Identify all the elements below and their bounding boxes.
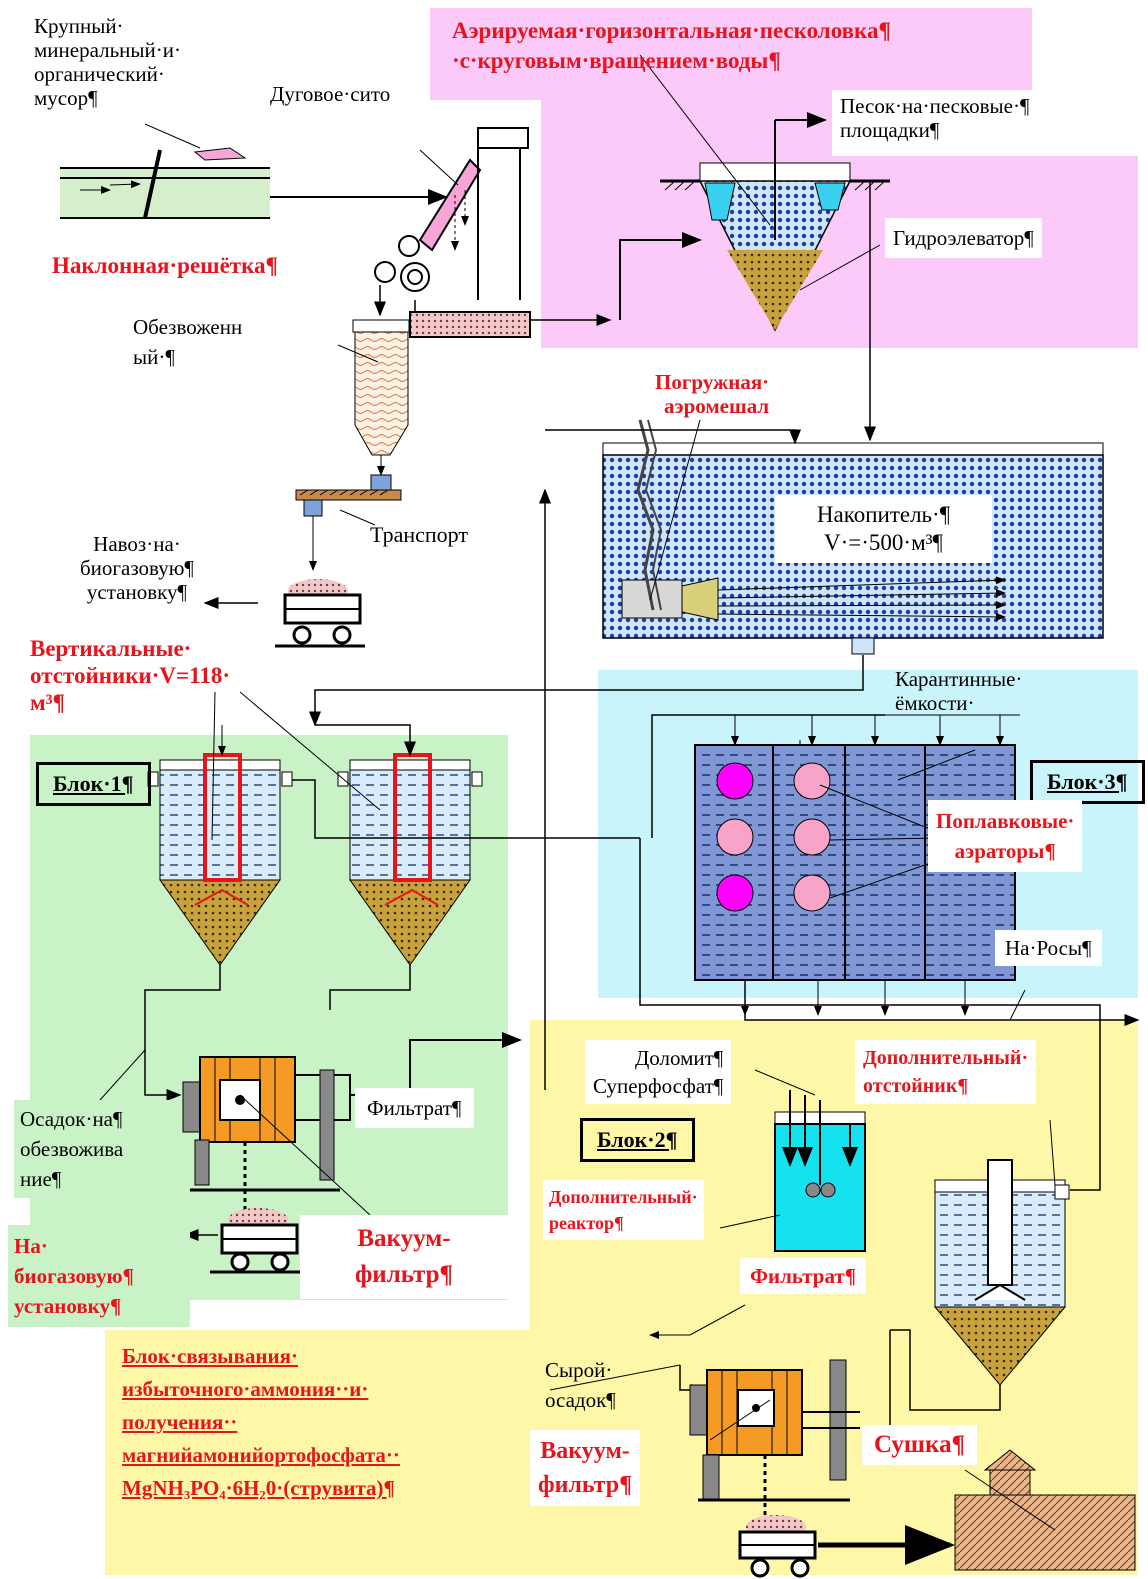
cart-icon (738, 1515, 817, 1578)
settler-2 (337, 753, 483, 966)
arc-sieve (374, 127, 529, 317)
vacuum-filter-2 (689, 1359, 860, 1520)
struvite-block-label: Блок·связывания· избыточного·аммония··и·… (122, 1344, 400, 1500)
dolomite-label: Доломит¶ Суперфосфат¶ (585, 1040, 732, 1104)
quarantine-tanks-label: Карантинные· ёмкости· (895, 667, 1023, 715)
arc-sieve-label: Дуговое·сито (270, 82, 391, 106)
to-rosy-label: На·Росы¶ (995, 930, 1102, 966)
drying-label: Сушка¶ (862, 1425, 978, 1465)
float-aerators-label: Поплавковые· аэраторы¶ (928, 800, 1083, 872)
additional-settler-label: Дополнительный· отстойник¶ (855, 1040, 1037, 1104)
sludge-dewatering-label: Осадок·на¶ обезвожива ние¶ (14, 1100, 176, 1198)
sand-trap-tank (639, 54, 890, 332)
additional-reactor-label: Дополнительный· реактор¶ (543, 1180, 704, 1240)
manure-biogas-label: Навоз·на· биогазовую¶ установку¶ (80, 532, 194, 604)
struvite-zone (105, 1330, 530, 1575)
raw-sludge-label: Сырой· осадок¶ (545, 1358, 616, 1412)
vacuum-filter-1 (182, 1056, 371, 1216)
to-biogas-label: На· биогазовую¶ установку¶ (8, 1225, 190, 1327)
vacuum-filter2-label: Вакуум- фильтр¶ (530, 1430, 641, 1506)
dewatered-label: Обезвоженн ый·¶ (133, 315, 243, 369)
vertical-settlers-label: Вертикальные· отстойники·V=118· м³¶ (30, 636, 231, 715)
block2-label: Блок·2¶ (580, 1118, 695, 1162)
quarantine-tanks (694, 744, 1016, 981)
cart-icon (210, 1208, 300, 1274)
cart-icon (275, 579, 365, 648)
drying-chamber-icon (954, 1449, 1136, 1571)
dewatered-bunker (295, 319, 410, 571)
filtrate2-label: Фильтрат¶ (740, 1258, 867, 1294)
additional-reactor (719, 1069, 866, 1252)
filtrate1-label: Фильтрат¶ (355, 1088, 474, 1128)
submersible-mixer-label: Погружная· аэромешал (655, 370, 770, 418)
coarse-debris-label: Крупный· минеральный·и· органический· му… (34, 14, 181, 110)
vacuum-filter1-label: Вакуум- фильтр¶ (300, 1215, 508, 1299)
storage-label: Накопитель·¶ V·=·500·м³¶ (775, 495, 992, 563)
settler-1 (147, 753, 293, 966)
sand-trap-title: Аэрируемая·горизонтальная·песколовка¶ ·с… (452, 18, 891, 73)
inclined-grate (60, 123, 270, 219)
sand-to-pads-label: Песок·на·песковые·¶ площадки¶ (832, 90, 1138, 156)
transport-label: Транспорт (370, 522, 469, 547)
inclined-grate-label: Наклонная·решётка¶ (52, 253, 278, 278)
block3-label: Блок·3¶ (1030, 760, 1145, 804)
additional-settler (933, 1119, 1070, 1386)
sand-trap-title-zone (430, 8, 1032, 100)
hydroelevator-label: Гидроэлеватор¶ (885, 218, 1042, 258)
block1-label: Блок·1¶ (36, 762, 151, 806)
